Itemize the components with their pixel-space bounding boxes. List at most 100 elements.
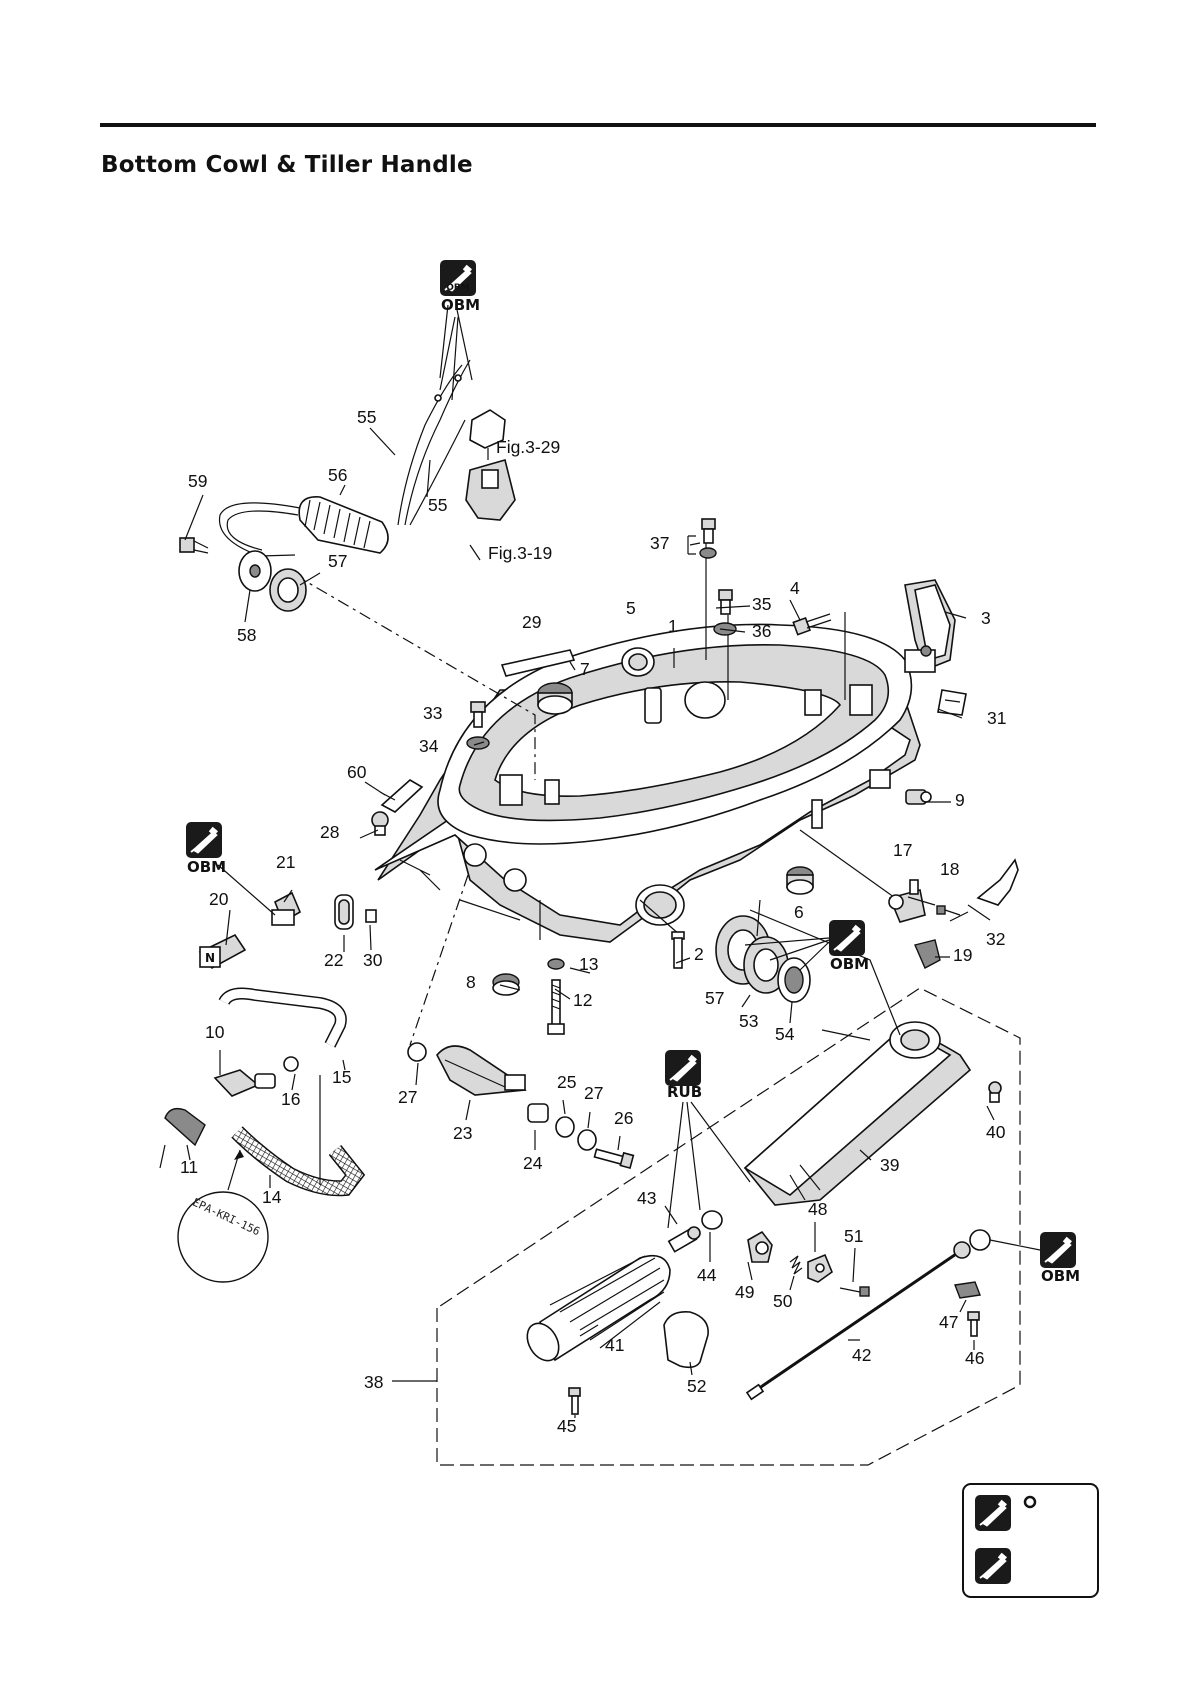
label-part-18: 18 [940,859,959,879]
part-44-washer [702,1211,722,1229]
part-23-lever [437,1046,525,1095]
label-part-32: 32 [986,929,1005,949]
svg-text:OBM: OBM [446,283,470,293]
label-part-56: 56 [328,465,347,485]
label-part-21: 21 [276,852,295,872]
part-48-block [808,1255,832,1282]
part-56-boot [299,497,388,553]
part-21-boot [272,893,300,925]
label-part-43: 43 [637,1188,656,1208]
label-part-3: 3 [981,608,991,628]
obm-badge-left: OBM [186,822,226,876]
label-part-60: 60 [347,762,367,782]
label-part-40: 40 [986,1122,1006,1142]
part-12-bolt [548,980,564,1034]
label-part-54: 54 [775,1024,795,1044]
label-part-36: 36 [752,621,771,641]
part-3-bracket [905,580,955,672]
part-7-grommet [538,683,572,714]
part-57-grommet-top [270,569,306,611]
label-part-2: 2 [694,944,704,964]
label-part-55a: 55 [357,407,376,427]
part-6-grommet [787,867,813,894]
label-part-35: 35 [752,594,771,614]
epa-stamp: EPA-KRI-156 [178,1192,268,1282]
part-41-throttle-grip [521,1256,670,1367]
part-40-fitting [989,1082,1001,1102]
label-part-23: 23 [453,1123,472,1143]
label-part-19: 19 [953,945,972,965]
label-part-30: 30 [363,950,383,970]
label-part-10: 10 [205,1022,225,1042]
part-8-grommet [493,974,519,995]
label-part-57b: 57 [705,988,724,1008]
part-27-washer-top [408,1043,426,1061]
part-50-spring [790,1256,802,1274]
label-part-48: 48 [808,1199,827,1219]
part-45-screw [569,1388,580,1414]
part-22-grommet [335,895,353,929]
label-part-51: 51 [844,1226,863,1246]
carburetor-ref [466,410,515,560]
part-31-label [938,690,966,715]
label-part-59: 59 [188,471,207,491]
obm-badge-right: OBM [1040,1232,1080,1285]
label-part-24: 24 [523,1153,543,1173]
rub-badge-label: RUB [667,1083,702,1101]
label-part-50: 50 [773,1291,793,1311]
part-16-clamp [284,1057,298,1071]
grease-gun-icon [975,1548,1011,1584]
label-part-39: 39 [880,1155,899,1175]
obm-badge-right-label: OBM [1041,1267,1080,1285]
rub-badge: RUB [665,1050,702,1101]
label-part-5: 5 [626,598,636,618]
fig-ref-3-29: Fig.3-29 [496,437,560,457]
part-39-tiller-arm [745,1022,970,1205]
obm-grease-icon [975,1495,1011,1531]
part-46-screw [968,1312,979,1336]
part-26-bolt [594,1149,633,1168]
fig-ref-3-19: Fig.3-19 [488,543,552,563]
part-47-plate [955,1282,980,1298]
part-13-washer [548,959,564,969]
part-18-screw [937,906,960,915]
label-part-49: 49 [735,1282,754,1302]
part-58-plate [239,551,271,591]
obm-badge-mid: OBM [829,920,869,973]
svg-text:N: N [205,951,215,965]
part-49-nut [748,1232,772,1262]
label-part-27b: 27 [398,1087,417,1107]
label-part-34: 34 [419,736,439,756]
label-part-17: 17 [893,840,912,860]
label-part-15: 15 [332,1067,351,1087]
label-part-14: 14 [262,1187,282,1207]
label-part-11: 11 [180,1157,198,1177]
label-part-7: 7 [580,659,590,679]
label-part-9: 9 [955,790,965,810]
part-19-clip [915,940,940,968]
obm-badge-mid-label: OBM [830,955,869,973]
label-part-33: 33 [423,703,442,723]
label-part-16: 16 [281,1089,300,1109]
label-part-12: 12 [573,990,592,1010]
label-part-47: 47 [939,1312,958,1332]
label-part-42: 42 [852,1345,871,1365]
label-part-22: 22 [324,950,343,970]
label-part-26: 26 [614,1108,633,1128]
part-30-plug [366,910,376,922]
label-part-25: 25 [557,1072,576,1092]
label-part-41: 41 [605,1335,624,1355]
part-37-bolt [700,519,716,558]
label-part-28: 28 [320,822,339,842]
part-59-bolt [180,538,208,553]
legend-box [963,1484,1098,1597]
label-part-45: 45 [557,1416,576,1436]
label-part-29: 29 [522,612,541,632]
part-20-switch: N [200,935,245,968]
label-part-4: 4 [790,578,800,598]
part-27-washer [578,1130,596,1150]
label-part-38: 38 [364,1372,383,1392]
label-part-58: 58 [237,625,256,645]
part-25-washer [556,1117,574,1137]
